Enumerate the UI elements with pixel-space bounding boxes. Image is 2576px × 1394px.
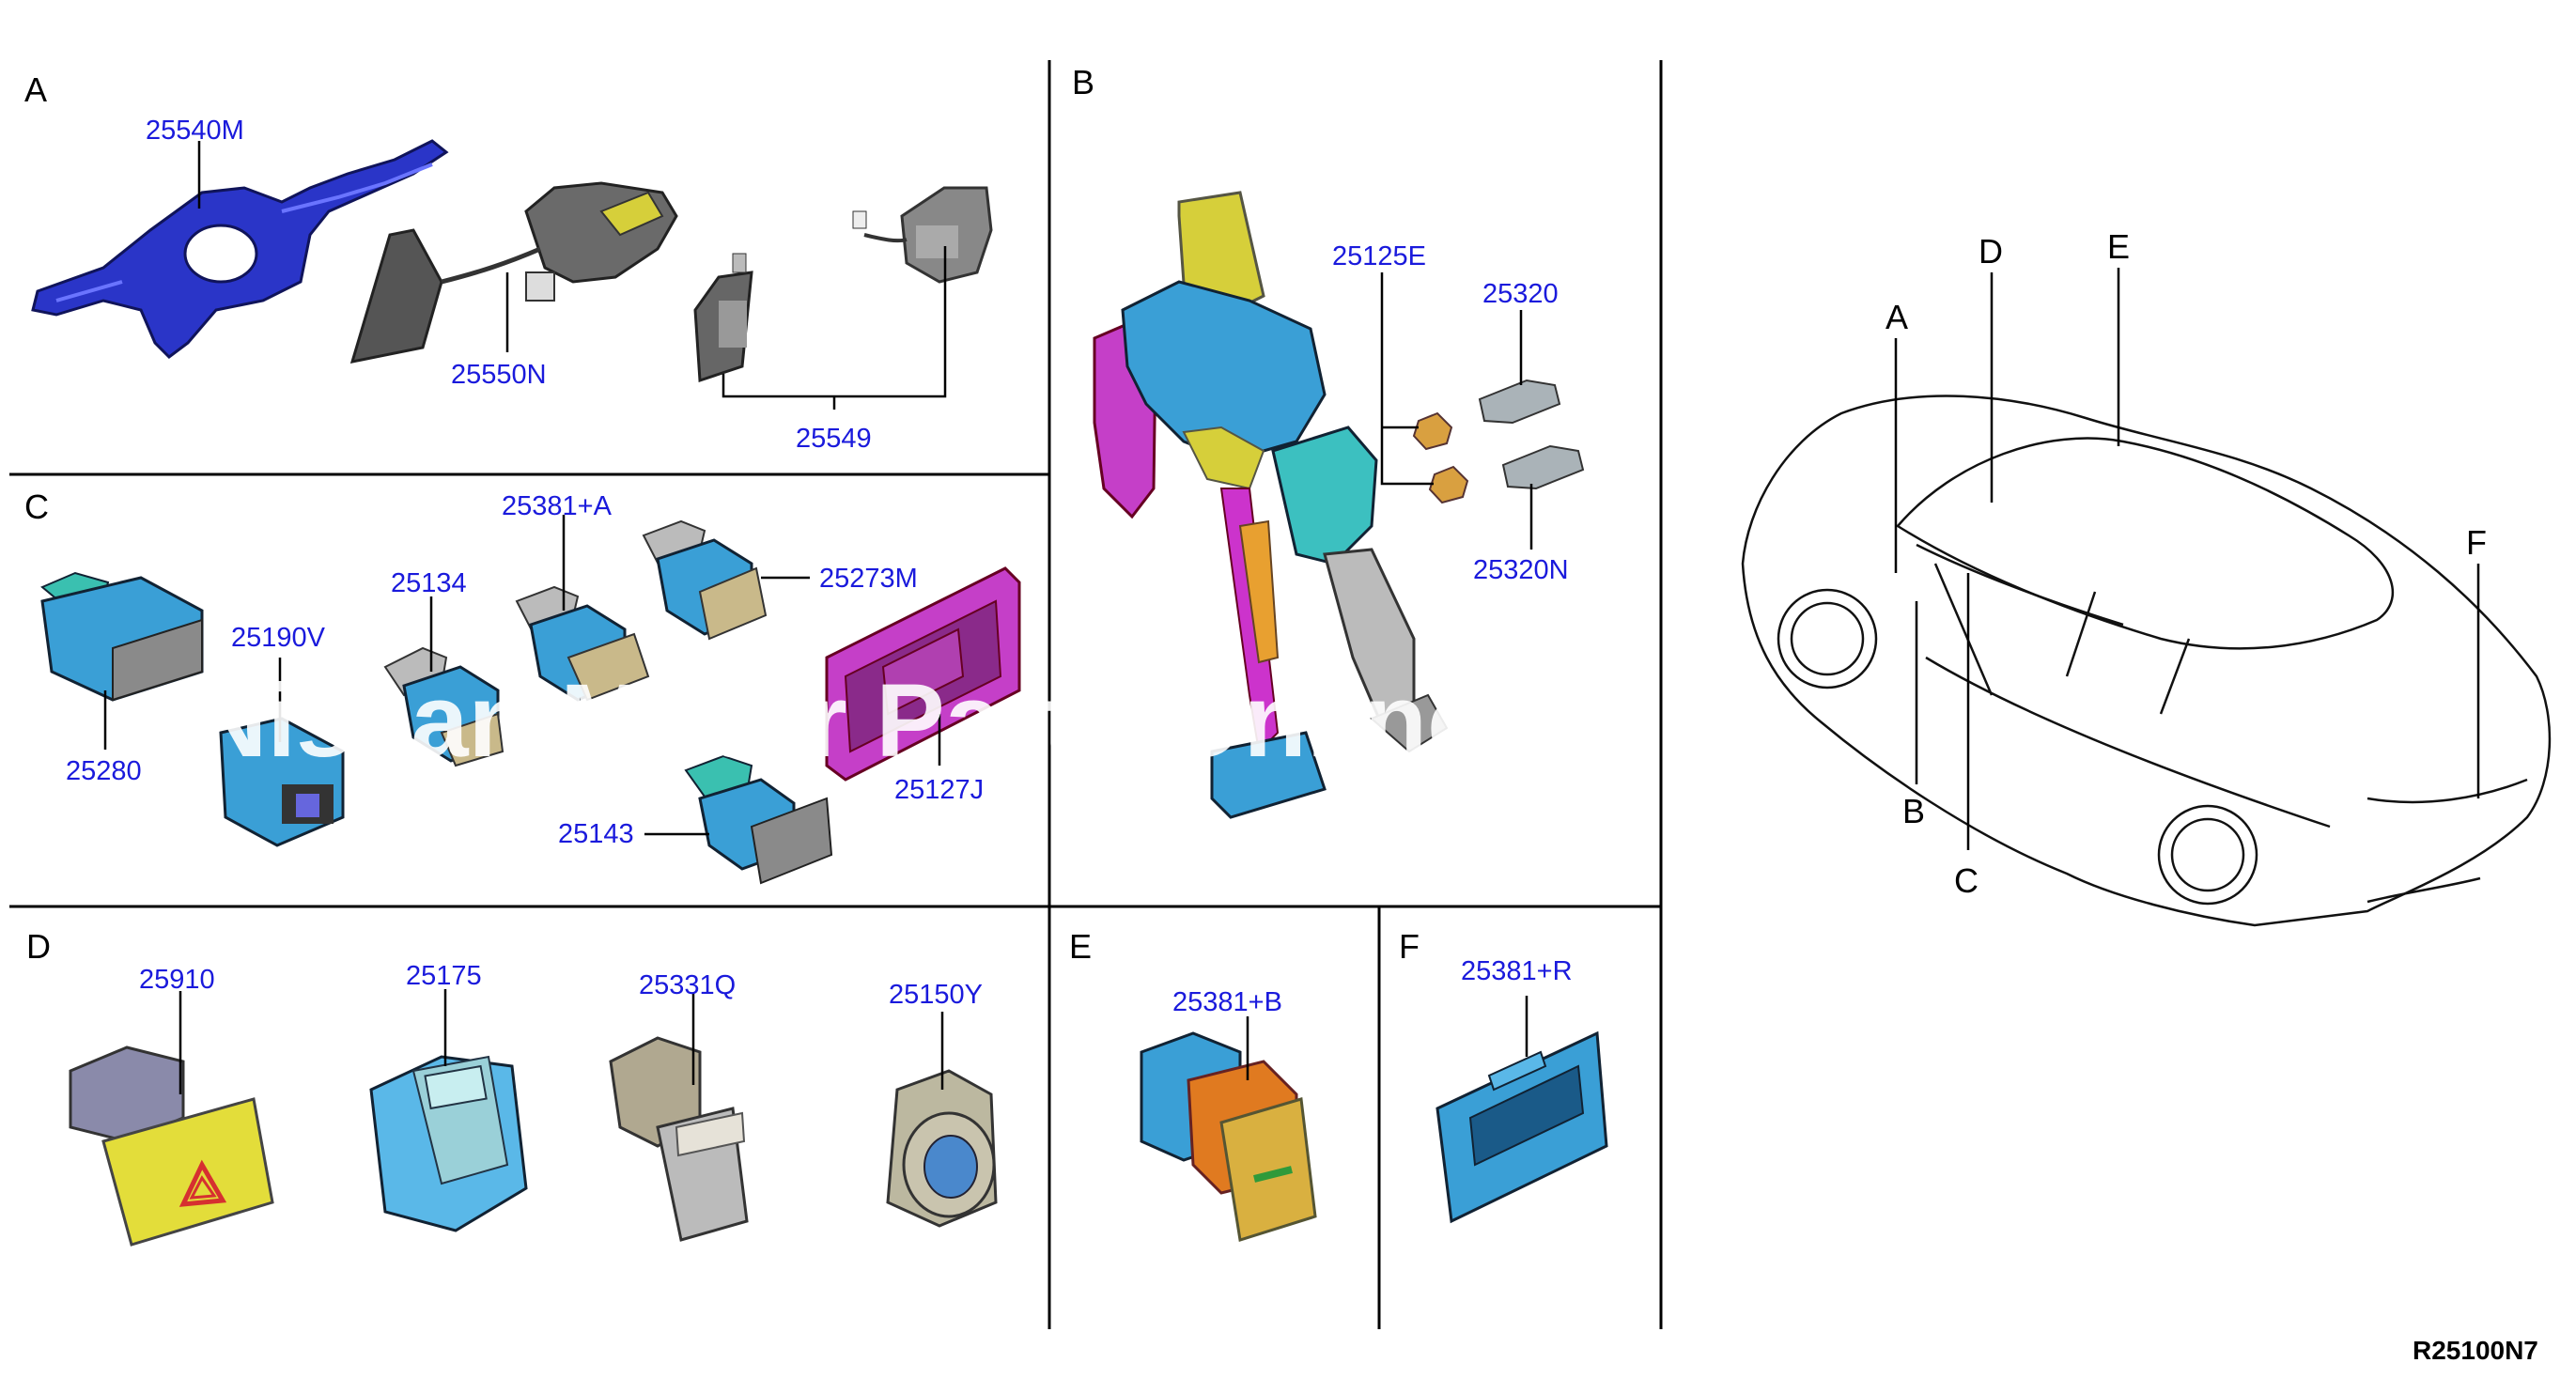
section-b-label: B bbox=[1072, 63, 1094, 101]
switch-25280-icon[interactable] bbox=[40, 571, 204, 702]
part-label-25280: 25280 bbox=[66, 756, 142, 786]
part-label-25381b: 25381+B bbox=[1172, 987, 1282, 1017]
part-label-25320: 25320 bbox=[1482, 279, 1559, 309]
part-label-25125e: 25125E bbox=[1332, 241, 1426, 271]
section-c-label: C bbox=[24, 488, 49, 526]
section-d-label: D bbox=[26, 927, 51, 966]
part-label-25549: 25549 bbox=[796, 424, 872, 454]
section-a-label: A bbox=[24, 70, 47, 109]
audio-switch-icon[interactable] bbox=[693, 186, 993, 383]
part-label-25331q: 25331Q bbox=[639, 970, 736, 1000]
part-label-25134: 25134 bbox=[391, 568, 467, 598]
part-label-25127j: 25127J bbox=[894, 775, 984, 805]
part-label-25381a: 25381+A bbox=[502, 491, 613, 521]
hazard-switch-icon[interactable] bbox=[69, 1046, 274, 1247]
car-callout-b: B bbox=[1902, 792, 1925, 830]
vehicle-locator: A D E F B C bbox=[1741, 227, 2552, 927]
switch-25175-icon[interactable] bbox=[369, 1055, 528, 1232]
part-label-25175: 25175 bbox=[406, 961, 482, 991]
switch-25381r-icon[interactable] bbox=[1435, 1030, 1608, 1224]
stop-lamp-switch-icon[interactable] bbox=[1412, 379, 1585, 504]
part-label-25273m: 25273M bbox=[819, 564, 918, 594]
switch-25273m-icon[interactable] bbox=[642, 519, 768, 641]
part-label-25150y: 25150Y bbox=[889, 980, 983, 1010]
part-label-25320n: 25320N bbox=[1473, 555, 1569, 585]
car-callout-d: D bbox=[1979, 232, 2003, 271]
section-a: A 25540M 25550N bbox=[24, 70, 993, 454]
car-callout-a: A bbox=[1885, 298, 1908, 336]
combination-switch-icon[interactable] bbox=[31, 139, 449, 359]
section-c: C 25280 25190V 25134 bbox=[24, 488, 1021, 885]
diagram-reference-code: R25100N7 bbox=[2413, 1336, 2538, 1365]
switch-25150y-icon[interactable] bbox=[886, 1069, 998, 1228]
pedal-assembly-icon[interactable] bbox=[1093, 191, 1449, 819]
section-e-label: E bbox=[1069, 927, 1092, 966]
switch-25190v-icon[interactable] bbox=[219, 717, 345, 847]
part-label-25540m: 25540M bbox=[146, 116, 244, 146]
section-dividers bbox=[9, 60, 1663, 1329]
watermark: Nissan Motor Parts Online bbox=[193, 663, 1484, 779]
section-e: E 25381+B bbox=[1069, 927, 1317, 1242]
part-label-25550n: 25550N bbox=[451, 360, 547, 390]
vehicle-outline-icon bbox=[1741, 395, 2552, 927]
switch-25381b-icon[interactable] bbox=[1140, 1031, 1317, 1242]
switch-25381a-icon[interactable] bbox=[515, 585, 650, 702]
part-label-25910: 25910 bbox=[139, 965, 215, 995]
part-label-25381r: 25381+R bbox=[1461, 956, 1573, 986]
steering-switch-icon[interactable] bbox=[349, 181, 678, 364]
part-label-25143: 25143 bbox=[558, 819, 634, 849]
part-label-25190v: 25190V bbox=[231, 623, 326, 653]
car-callout-e: E bbox=[2107, 227, 2130, 266]
section-f: F 25381+R bbox=[1399, 927, 1608, 1224]
switch-25143-icon[interactable] bbox=[684, 754, 833, 885]
car-callout-f: F bbox=[2466, 523, 2487, 562]
section-f-label: F bbox=[1399, 927, 1420, 966]
section-b: B 25125E 25320 25320N bbox=[1072, 63, 1585, 819]
switch-25331q-icon[interactable] bbox=[609, 1036, 749, 1242]
car-callout-c: C bbox=[1954, 861, 1979, 900]
section-d: D 25910 25175 25331Q bbox=[26, 927, 998, 1247]
switch-panel-25127j-icon[interactable] bbox=[825, 566, 1021, 782]
